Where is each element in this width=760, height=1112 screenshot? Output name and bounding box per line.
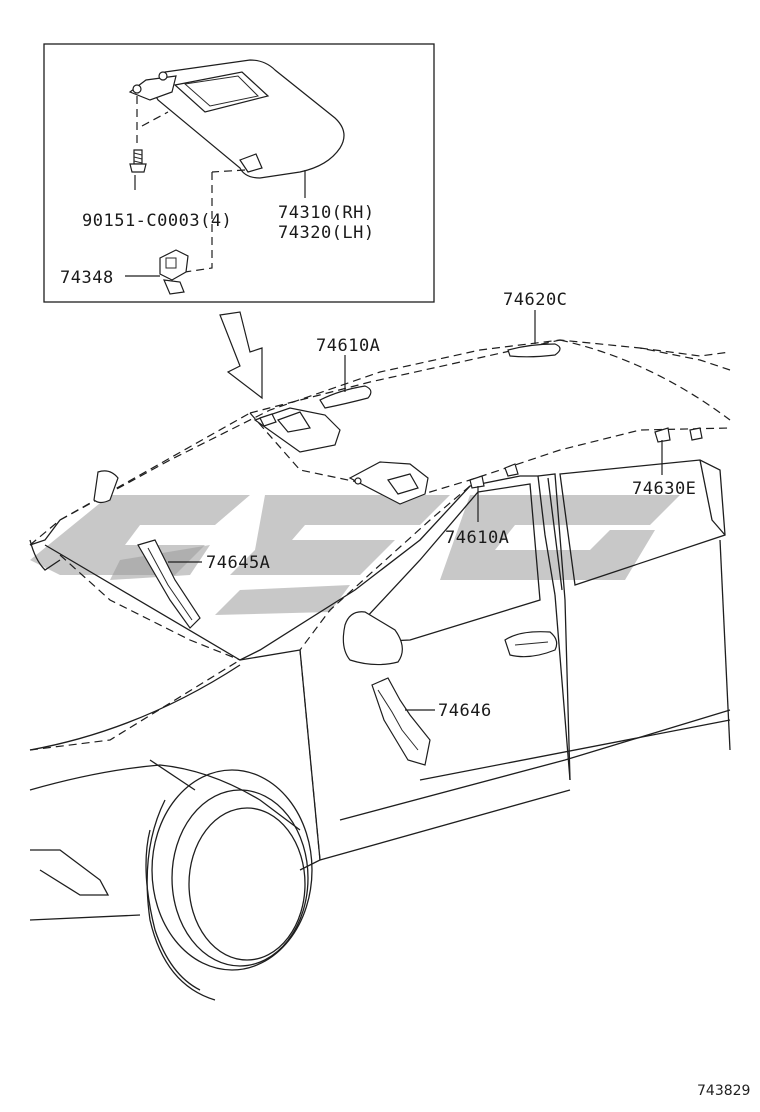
door-garnish-part: [371, 677, 431, 766]
label-grip-side: 74610A: [445, 528, 509, 548]
diagram-id: 743829: [697, 1083, 750, 1099]
label-holder: 74348: [60, 268, 114, 288]
leader-lines: [168, 310, 663, 711]
inset-box: [43, 43, 435, 303]
label-a-pillar: 74645A: [206, 553, 270, 573]
label-screw: 90151-C0003(4): [82, 211, 232, 231]
label-visor-lh: 74320(LH): [278, 223, 375, 243]
label-visor-rh: 74310(RH): [278, 203, 375, 223]
part-labels: 90151-C0003(4) 74310(RH) 74320(LH) 74348…: [60, 203, 750, 1099]
front-wheel: [145, 769, 313, 1001]
watermark-logo: [30, 495, 680, 615]
grip-side-front: [469, 475, 485, 489]
view-arrow: [219, 311, 263, 400]
screw-part: [129, 149, 147, 173]
a-pillar-garnish: [137, 539, 201, 629]
label-grip-front: 74610A: [316, 336, 380, 356]
label-door-part: 74646: [438, 701, 492, 721]
grip-roof-rear: [507, 343, 561, 358]
label-grip-rear: 74620C: [503, 290, 567, 310]
car-parts: [137, 343, 703, 766]
label-grip-e: 74630E: [632, 479, 696, 499]
grip-side-rear: [654, 427, 671, 443]
car-body: [29, 339, 731, 1001]
visor-holder-part: [159, 249, 189, 295]
grip-roof-front: [319, 385, 372, 409]
visor-right-on-car: [348, 461, 429, 505]
sun-visor: [128, 59, 345, 179]
